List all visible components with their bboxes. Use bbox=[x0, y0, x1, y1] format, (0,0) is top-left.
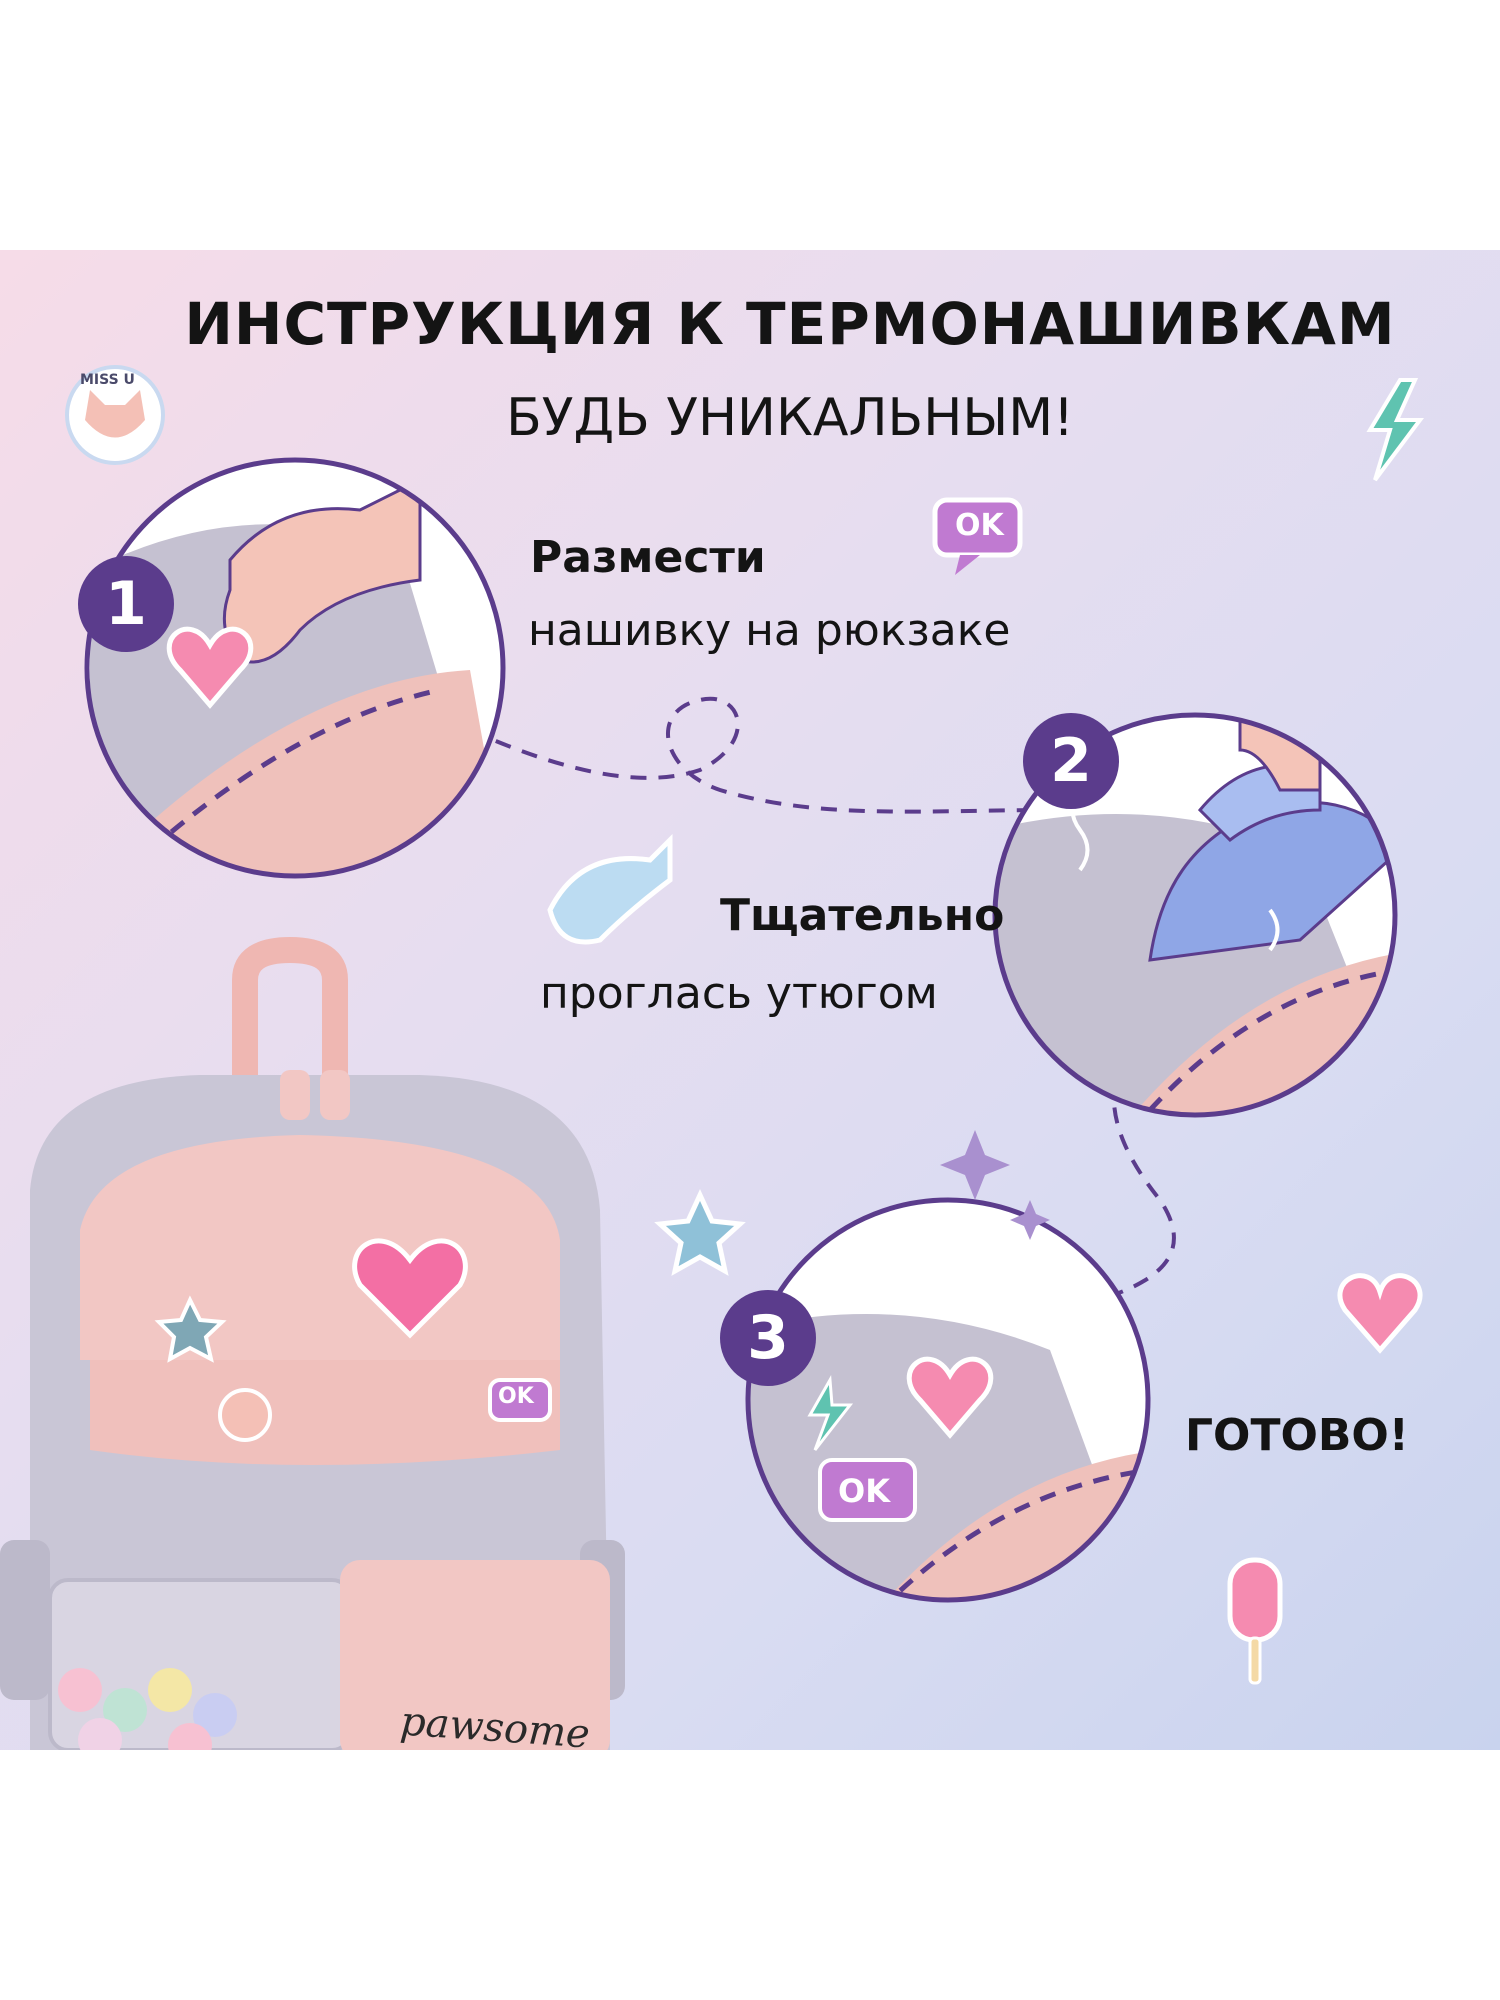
step-1-text: нашивку на рюкзаке bbox=[528, 605, 1011, 656]
page-title: ИНСТРУКЦИЯ К ТЕРМОНАШИВКАМ bbox=[184, 290, 1396, 358]
heart-sticker bbox=[1337, 1273, 1423, 1354]
step-3-illustration bbox=[745, 1130, 1151, 1603]
ok-sticker-label-backpack: OK bbox=[498, 1384, 534, 1409]
step-1-number: 1 bbox=[78, 556, 174, 652]
ok-sticker bbox=[932, 497, 1023, 575]
instruction-panel: ИНСТРУКЦИЯ К ТЕРМОНАШИВКАМ БУДЬ УНИКАЛЬН… bbox=[0, 250, 1500, 1750]
step-3-number: 3 bbox=[720, 1290, 816, 1386]
popsicle-sticker bbox=[1227, 1557, 1283, 1685]
ok-sticker-label: OK bbox=[955, 508, 1004, 543]
cat-sticker-label: MISS U bbox=[80, 372, 135, 388]
step-2-text: проглась утюгом bbox=[540, 968, 938, 1019]
ok-sticker-label-step3: OK bbox=[838, 1472, 890, 1510]
star-sticker bbox=[654, 1189, 746, 1276]
cat-sticker bbox=[65, 365, 165, 465]
step-1-illustration bbox=[84, 457, 506, 879]
backpack-illustration bbox=[0, 936, 625, 1750]
lightning-sticker bbox=[1366, 378, 1424, 482]
step-1-heading: Размести bbox=[530, 532, 766, 583]
step-2-heading: Тщательно bbox=[720, 890, 1005, 941]
dashed-path bbox=[469, 696, 1061, 814]
step-2-number: 2 bbox=[1023, 713, 1119, 809]
illustration-layer bbox=[0, 365, 1424, 1750]
page-subtitle: БУДЬ УНИКАЛЬНЫМ! bbox=[506, 388, 1074, 448]
flying-cat-sticker bbox=[547, 833, 673, 945]
step-3-heading: ГОТОВО! bbox=[1185, 1410, 1409, 1461]
